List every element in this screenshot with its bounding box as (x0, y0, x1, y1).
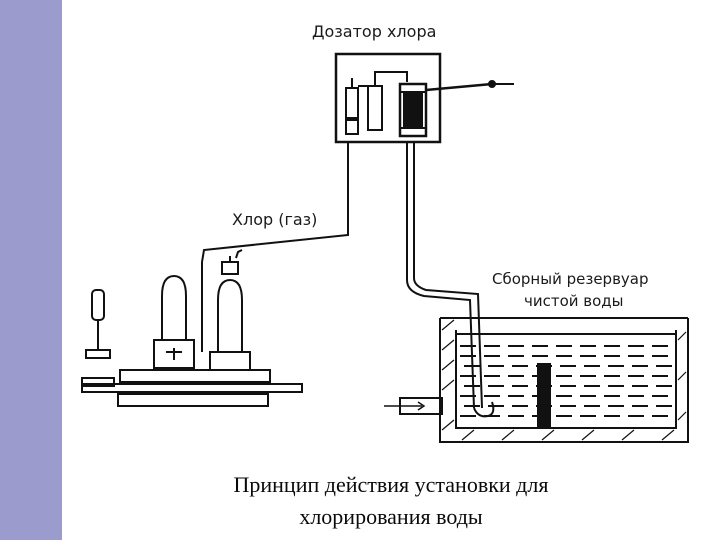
left-accent-bar (0, 0, 62, 540)
diagram-drawing (81, 52, 689, 443)
reservoir-label-line2: чистой воды (524, 292, 624, 310)
dispenser-label: Дозатор хлора (312, 22, 437, 41)
clean-water-reservoir (384, 317, 689, 443)
chlorine-dispenser (334, 52, 514, 144)
outlet-pipe (406, 142, 495, 418)
caption-line-2: хлорирования воды (299, 504, 483, 529)
chlorine-cylinder-scale (81, 256, 303, 407)
caption-line-1: Принцип действия установки для (233, 472, 549, 497)
chlorine-gas-label: Хлор (газ) (232, 210, 318, 229)
chlorine-gas-pipe (201, 142, 349, 352)
reservoir-label-line1: Сборный резервуар (492, 270, 649, 288)
chlorination-diagram: Дозатор хлора Хлор (газ) Сборный резерву… (62, 0, 720, 466)
